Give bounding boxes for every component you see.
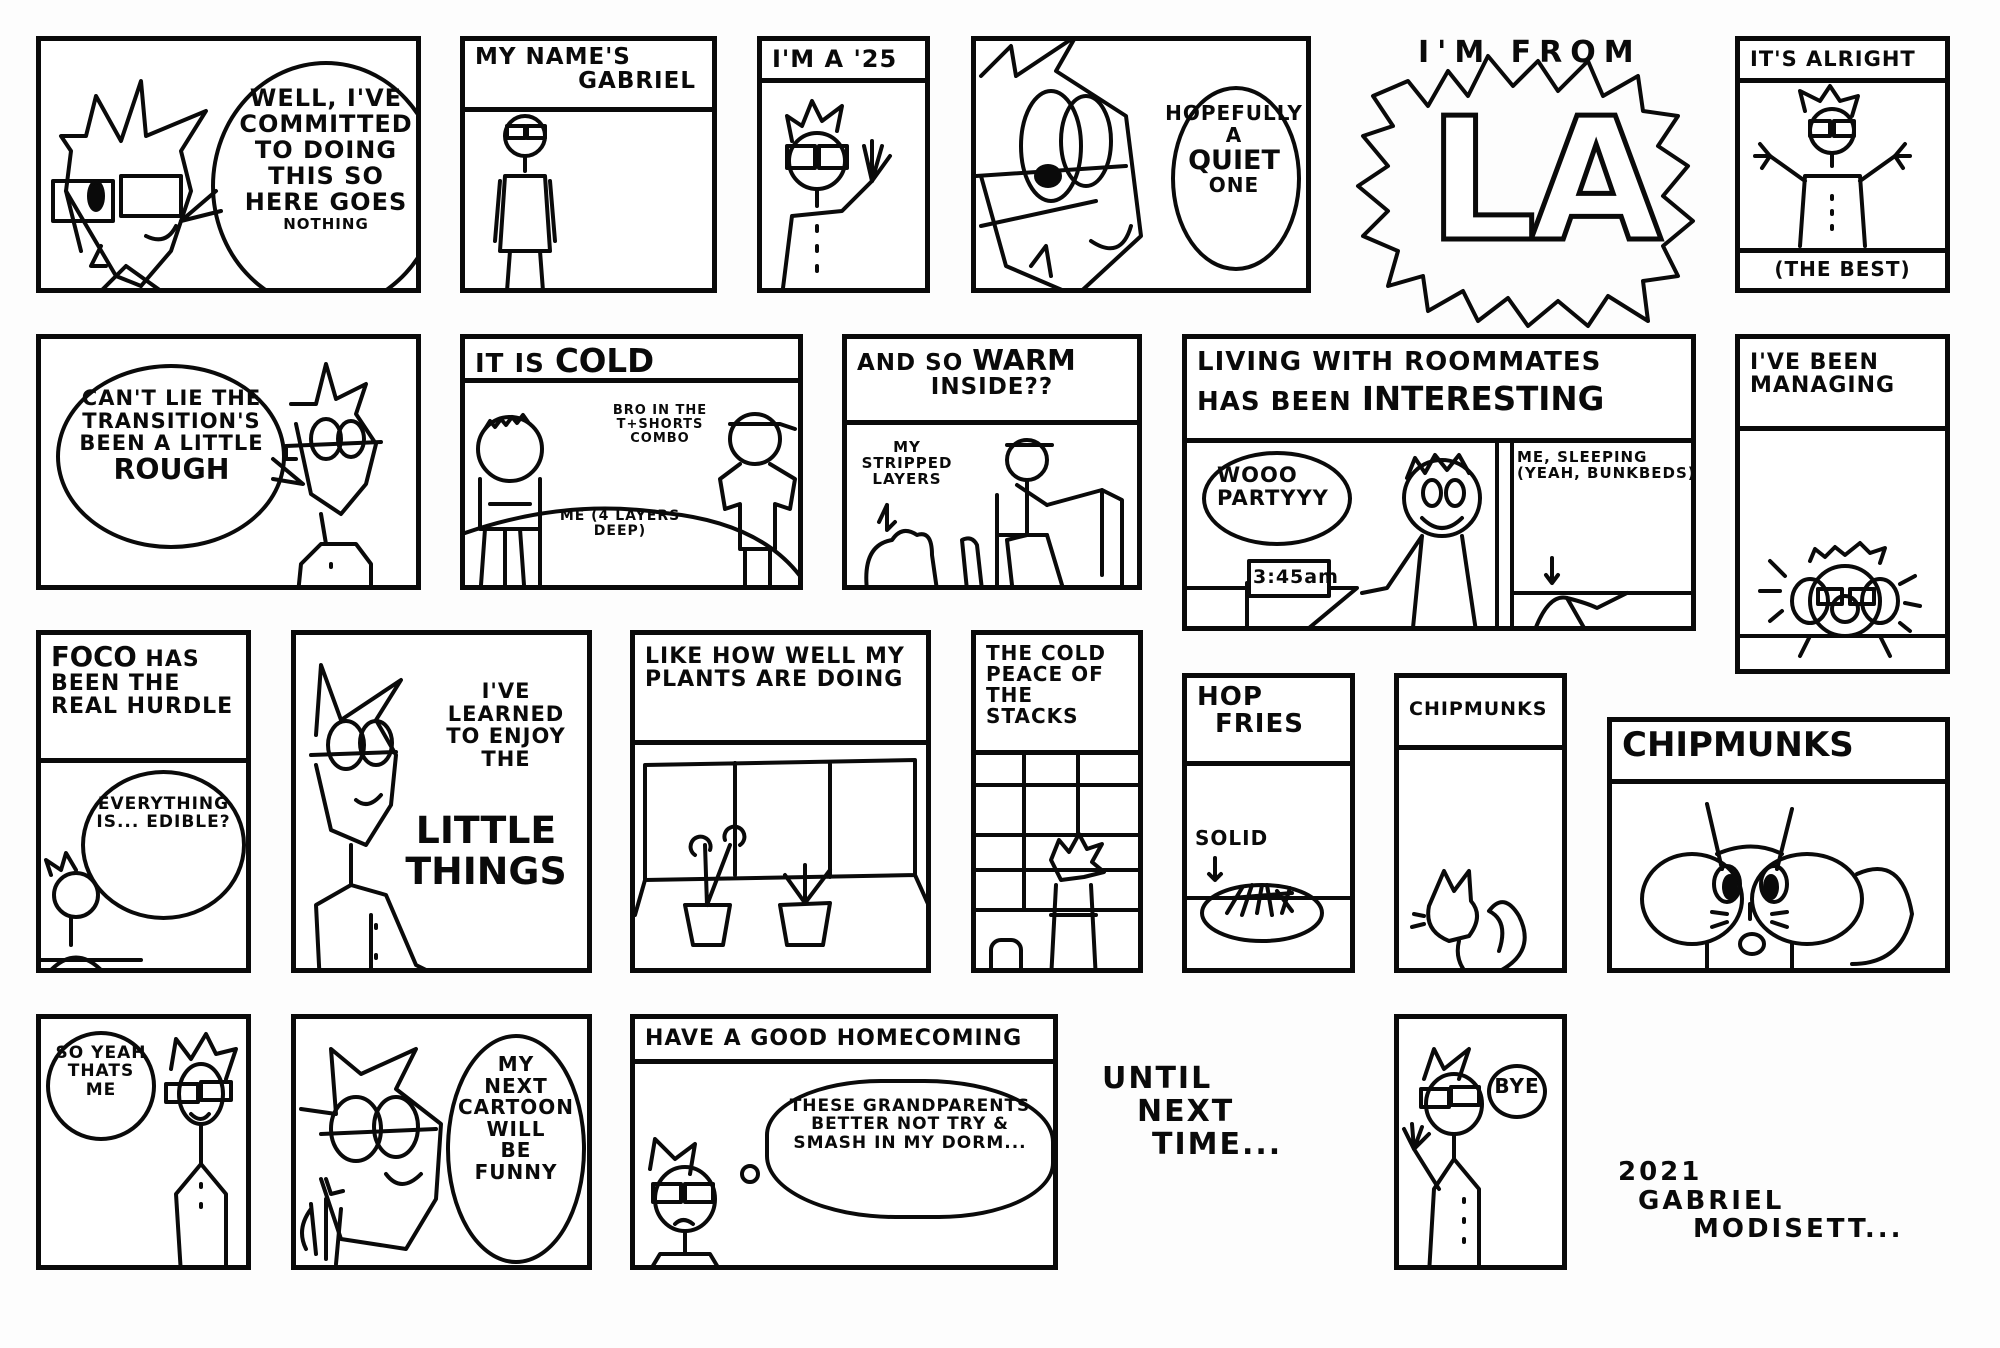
label-layers: My stripped layers xyxy=(861,438,953,489)
caption: Chipmunks xyxy=(1399,678,1562,750)
caption: It is cold xyxy=(465,339,798,383)
speech-text: My next cartoon will be funny xyxy=(457,1052,575,1184)
panel-chipmunk-small: Chipmunks xyxy=(1394,673,1567,973)
character-eating-icon xyxy=(41,851,143,968)
caption: Hop Fries xyxy=(1187,678,1350,766)
label-solid: Solid xyxy=(1195,826,1269,850)
panel-transition: Can't lie the transition's been a little… xyxy=(36,334,421,590)
character-standing-icon xyxy=(164,1032,238,1265)
panel-stacks: The cold peace of the stacks xyxy=(971,630,1143,973)
caption: Like how well my plants are doing xyxy=(635,635,926,745)
character-icon xyxy=(284,362,383,585)
character-waving-icon xyxy=(1402,1047,1484,1265)
panel-chipmunk-big: Chipmunks xyxy=(1607,717,1950,973)
starburst-icon xyxy=(1356,54,1695,328)
caption: The cold peace of the stacks xyxy=(976,635,1138,755)
caption: I'm a '25 xyxy=(762,41,925,83)
caption: Have a good homecoming xyxy=(635,1019,1053,1064)
la-burst: I'm from LA xyxy=(1348,35,1698,328)
chipmunk-icon xyxy=(1410,869,1527,968)
speech-bubble xyxy=(1171,86,1301,271)
character-tshirt-icon xyxy=(718,412,797,585)
panel-plants: Like how well my plants are doing xyxy=(630,630,931,973)
panel-alright: It's alright (the best) xyxy=(1735,36,1950,293)
character-closeup-icon xyxy=(299,1047,443,1265)
character-headphones-icon xyxy=(1740,541,1945,658)
chipmunk-face-icon xyxy=(1640,802,1914,968)
panel-name: My name's Gabriel xyxy=(460,36,717,293)
character-face-icon xyxy=(51,79,208,288)
speech-bubble xyxy=(56,364,286,549)
fries-plate-icon xyxy=(1187,856,1350,943)
panel-roommates: Living with roommates has been interesti… xyxy=(1182,334,1696,631)
caption: Foco has been the real hurdle xyxy=(41,635,246,763)
window-plants-icon xyxy=(635,758,926,947)
panel-hop-fries: Hop Fries Solid xyxy=(1182,673,1355,973)
caption: I've been managing xyxy=(1740,339,1945,431)
la-header: I'm from xyxy=(1418,35,1642,70)
la-big-letters: LA xyxy=(1426,82,1665,280)
panel-warm-inside: And so warm inside?? My stripped layers xyxy=(842,334,1142,590)
emphasis-text: little things xyxy=(405,808,567,893)
speech-text: So yeah thats me xyxy=(55,1043,147,1100)
panel-intro: Well, I've committed to doing this so he… xyxy=(36,36,421,293)
footer-caption: (the best) xyxy=(1740,248,1945,288)
speech-text: Hopefully a Quiet one xyxy=(1165,101,1303,198)
bubble-tail-icon xyxy=(179,189,223,223)
character-waving-icon xyxy=(780,99,892,288)
speech-text: Well, I've committed to doing this so he… xyxy=(239,84,413,233)
panel-foco: Foco has been the real hurdle Everything… xyxy=(36,630,251,973)
label-sleeping: Me, sleeping (yeah, bunkbeds) xyxy=(1517,448,1696,483)
panel-homecoming: Have a good homecoming These grandparent… xyxy=(630,1014,1058,1270)
speech-bubble xyxy=(1487,1064,1547,1119)
caption: Living with roommates has been interesti… xyxy=(1187,339,1691,443)
character-shrug-icon xyxy=(1753,84,1912,248)
caption: It's alright xyxy=(1740,41,1945,83)
caption: My name's Gabriel xyxy=(465,41,712,112)
character-bundled-icon xyxy=(476,413,544,585)
panel-thats-me: So yeah thats me xyxy=(36,1014,251,1270)
caption: Chipmunks xyxy=(1612,722,1945,784)
character-closeup-icon xyxy=(976,41,1143,288)
speech-bubble xyxy=(81,770,246,920)
clock-label: 3:45am xyxy=(1253,566,1339,588)
speech-bubble xyxy=(46,1031,156,1141)
speech-bubble xyxy=(1202,451,1352,546)
panel-cold: It is cold Bro in the T+shorts combo Me … xyxy=(460,334,803,590)
speech-text: Can't lie the transition's been a little… xyxy=(79,386,264,487)
character-thinking-icon xyxy=(648,1137,760,1265)
label-me: Me (4 layers deep) xyxy=(559,508,681,540)
panel-class-year: I'm a '25 xyxy=(757,36,930,293)
panel-bye: Bye xyxy=(1394,1014,1567,1270)
bookshelf-scene-icon xyxy=(976,753,1138,968)
panel-little-things: I've learned to enjoy the little things xyxy=(291,630,592,973)
speech-text: Wooo partyyy xyxy=(1217,463,1329,510)
speech-text: Bye xyxy=(1494,1074,1540,1098)
speech-bubble xyxy=(446,1034,586,1264)
speech-bubble xyxy=(211,61,416,288)
panel-next-cartoon: My next cartoon will be funny xyxy=(291,1014,592,1270)
speech-text: Everything is... edible? xyxy=(96,794,231,833)
signature: 2021 Gabriel Modisett... xyxy=(1618,1157,1904,1245)
character-icon xyxy=(309,663,427,968)
room-scene-icon xyxy=(1187,441,1691,626)
scene-desk-icon xyxy=(864,438,1124,585)
thought-bubble xyxy=(765,1079,1053,1219)
panel-managing: I've been managing xyxy=(1735,334,1950,674)
character-standing-icon xyxy=(493,114,557,288)
bubble-tail-icon xyxy=(271,457,305,486)
speech-text: I've learned to enjoy the xyxy=(446,679,566,772)
thought-text: These grandparents better not try & smas… xyxy=(789,1096,1031,1153)
outro-text: Until next time... xyxy=(1102,1061,1283,1162)
caption: And so warm inside?? xyxy=(847,339,1137,425)
label-bro: Bro in the T+shorts combo xyxy=(612,403,708,447)
panel-hopeful: Hopefully a Quiet one xyxy=(971,36,1311,293)
